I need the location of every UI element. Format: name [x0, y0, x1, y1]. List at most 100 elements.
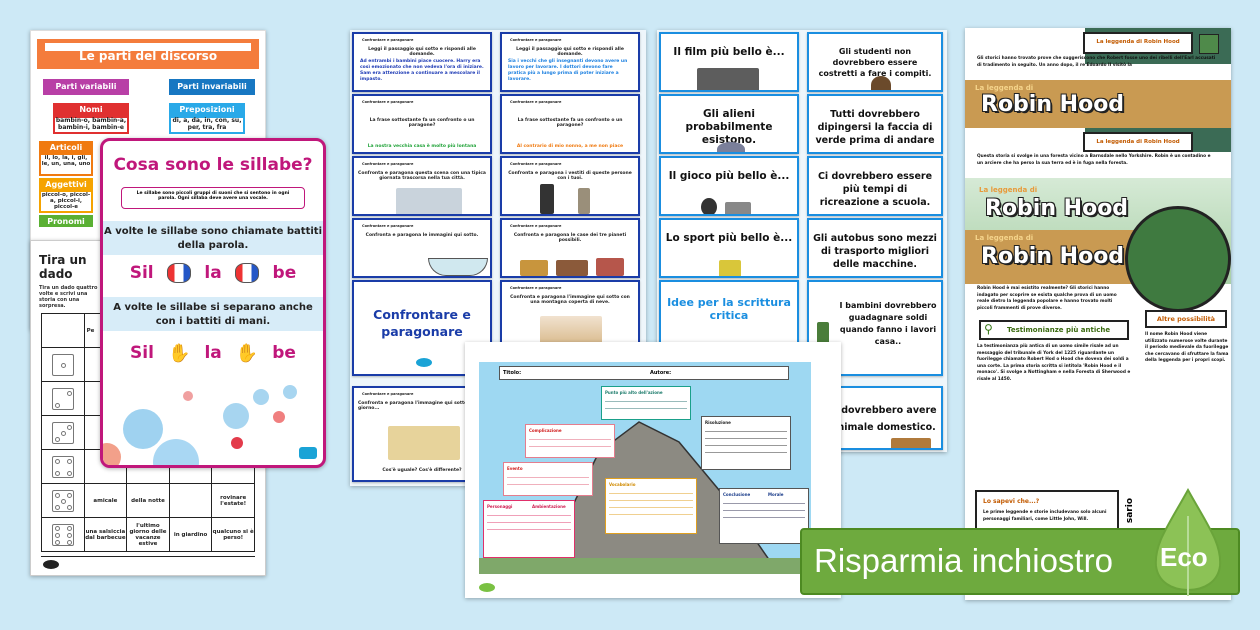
die-1-icon [51, 353, 74, 376]
evento-box[interactable]: Evento [503, 462, 593, 496]
footer-line [41, 556, 255, 557]
pilgrim-image [540, 184, 554, 214]
glossario-label: sario [1125, 498, 1135, 524]
card-text: Tutti dovrebbero dipingersi la faccia di… [815, 109, 935, 146]
card-header: Confrontare e paragonare [510, 100, 562, 104]
bubble [253, 389, 269, 405]
die-5-icon [51, 489, 74, 512]
card: Gli alieni probabilmente esistono. [659, 94, 799, 154]
poster-title: Le parti del discorso [78, 49, 218, 63]
paragraph: La testimonianza più antica di un uomo s… [977, 344, 1131, 382]
band-battiti: A volte le sillabe sono chiamate battiti… [103, 221, 323, 255]
title-author-field[interactable]: Titolo:Autore: [499, 366, 789, 380]
card: Gli autobus sono mezzi di trasporto migl… [807, 218, 943, 278]
header-label: La leggenda di Robin Hood [1083, 132, 1193, 152]
testimonianze-heading: ⚲ Testimonianze più antiche [979, 320, 1129, 340]
card-text: Il gioco più bello è... [668, 170, 790, 182]
bubble [123, 409, 163, 449]
house-image [520, 260, 548, 276]
paragraph: Questa storia si svolge in una foresta v… [977, 154, 1211, 166]
banner-subtitle: La leggenda di [975, 84, 1034, 92]
sandcastle-image [388, 426, 460, 460]
card-header: Confrontare e paragonare [362, 392, 414, 396]
cell: una salsiccia dal barbecue [83, 517, 128, 552]
box-label: Conclusione [723, 492, 751, 497]
card-text: Ci dovrebbero essere più tempi di ricrea… [817, 171, 933, 208]
title-card-text: Confrontare e paragonare [373, 307, 471, 339]
aggettivi-examples: piccol-o, piccol-a, piccol-i, piccol-e [39, 190, 93, 213]
robin-avatar-icon [1199, 34, 1219, 54]
card-header: Confrontare e paragonare [510, 162, 562, 166]
syllable: la [204, 263, 222, 283]
clapping-hands-icon: ✋ [167, 342, 191, 364]
card: Lo sport più bello è... [659, 218, 799, 278]
syllable: la [204, 343, 222, 363]
paragraph: Il nome Robin Hood viene utilizzato nume… [1145, 332, 1229, 363]
autore-label: Autore: [650, 370, 672, 376]
dog-image [891, 438, 931, 448]
preposizioni-examples: di, a, da, in, con, su, per, tra, fra [169, 116, 245, 134]
sillabe-title: Cosa sono le sillabe? [113, 155, 313, 175]
logo-icon [43, 560, 59, 569]
altre-possibilita-heading: Altre possibilità [1145, 310, 1227, 328]
clapping-hands-icon: ✋ [235, 342, 259, 364]
banner-subtitle: La leggenda di [979, 186, 1038, 194]
card-question: Leggi il passaggio qui sotto e rispondi … [368, 47, 476, 57]
card-text: Gli studenti non dovrebbero essere costr… [818, 47, 932, 78]
title-banner [965, 80, 1231, 128]
robin-hood-sheet: La leggenda di Robin Hood Gli storici ha… [965, 28, 1231, 600]
drum-icon [167, 263, 192, 283]
banner-subtitle: La leggenda di [975, 234, 1034, 242]
syllable: Sil [129, 263, 154, 283]
risoluzione-box[interactable]: Risoluzione [701, 416, 791, 470]
title-card-text: Idee per la scrittura critica [667, 296, 791, 322]
band-mani: A volte le sillabe si separano anche con… [103, 297, 323, 331]
card-answer: Al contrario di mio nonno, a me non piac… [516, 144, 624, 149]
articoli-label: Articoli [39, 141, 93, 153]
bubble [103, 443, 121, 465]
card-question: Confronta e paragona le case dei tre pia… [513, 233, 627, 243]
card-question: La frase sottostante fa un confronto o u… [517, 118, 623, 128]
card-question: Confronta e paragona questa scena con un… [358, 171, 486, 181]
card-question: Leggi il passaggio qui sotto e rispondi … [516, 47, 624, 57]
card-question: La frase sottostante fa un confronto o u… [369, 118, 475, 128]
card-question: Confronta e paragona le immagini qui sot… [365, 233, 479, 238]
eco-banner-text: Risparmia inchiostro [814, 542, 1113, 579]
card-header: Confrontare e paragonare [362, 100, 414, 104]
banner-title: Robin Hood [985, 196, 1129, 221]
cell: qualcuno si è perso! [211, 517, 255, 552]
eco-label: Eco [1160, 542, 1208, 572]
parti-variabili-label: Parti variabili [43, 79, 129, 95]
card-header: Confrontare e paragonare [510, 224, 562, 228]
cell: in giardino [168, 517, 213, 552]
desert-image [540, 316, 602, 346]
card: I bambini dovrebbero guadagnare soldi qu… [807, 280, 943, 376]
card-text: Lo sport più bello è... [665, 232, 793, 244]
box-label: Ambientazione [532, 504, 566, 509]
house-image [596, 258, 624, 276]
die-3-icon [51, 421, 74, 444]
card-text: Gli autobus sono mezzi di trasporto migl… [813, 233, 937, 270]
scrittura-critica-cards-sheet: Il film più bello è... Gli studenti non … [657, 30, 947, 452]
card-question: Confronta e paragona l'immagine qui sott… [510, 295, 630, 305]
card-text: Gli alieni probabilmente esistono. [685, 108, 773, 146]
complicazione-box[interactable]: Complicazione [525, 424, 615, 458]
card: Ci dovrebbero essere più tempi di ricrea… [807, 156, 943, 216]
pilgrim-image [578, 188, 590, 214]
vocabolario-box[interactable]: Vocabolario [605, 478, 697, 534]
punto-alto-box[interactable]: Punto più alto dell'azione [601, 386, 691, 420]
drum-icon [235, 263, 260, 283]
box-label: Risoluzione [705, 420, 731, 425]
banner-title: Robin Hood [981, 244, 1125, 269]
box-label: Complicazione [529, 428, 562, 433]
syllable: be [272, 343, 296, 363]
card-text: Il film più bello è... [673, 46, 785, 58]
cell: rovinare l'estate! [211, 483, 255, 518]
